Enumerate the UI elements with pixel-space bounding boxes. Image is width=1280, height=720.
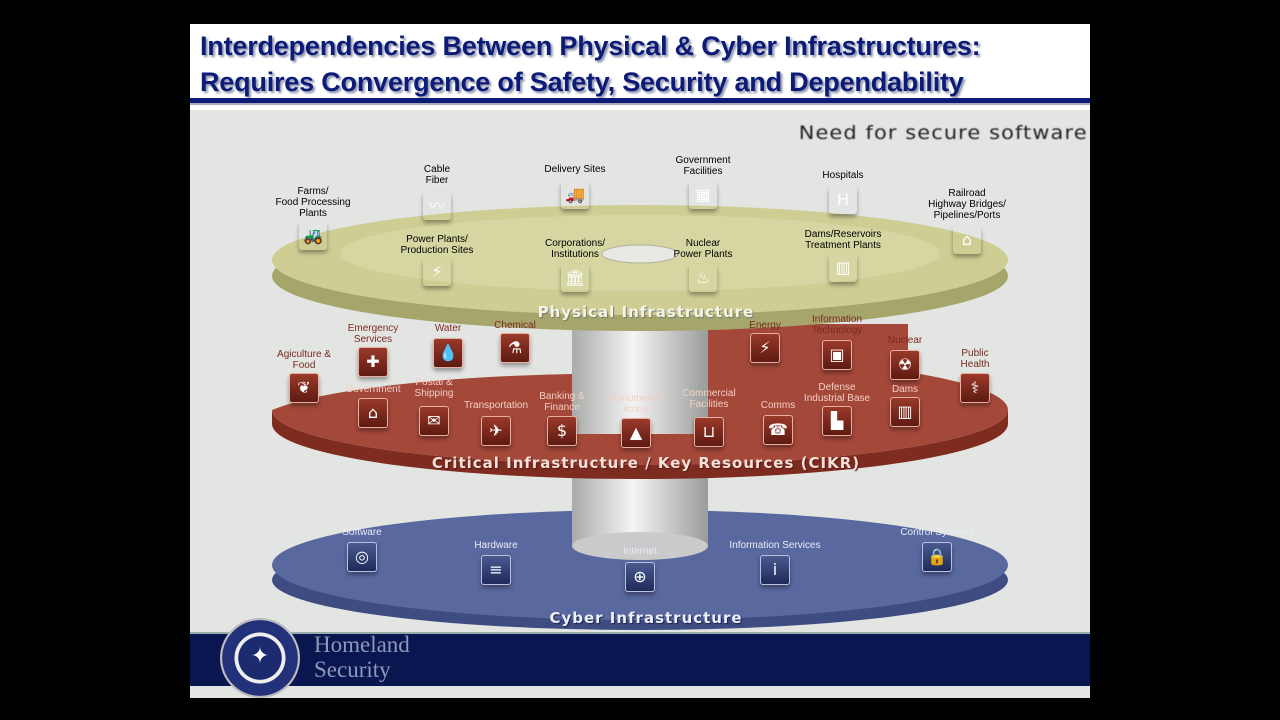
- cyber-item-label: Information Services: [729, 540, 821, 551]
- title-line-2: Requires Convergence of Safety, Security…: [200, 67, 964, 97]
- cikr-item-label: Commercial Facilities: [682, 388, 736, 410]
- cikr-item-label: Nuclear: [887, 335, 923, 346]
- building-icon: ▦: [689, 181, 717, 209]
- physical-item-label: Dams/Reservoirs Treatment Plants: [804, 229, 882, 251]
- brand-wordmark: Homeland Security: [314, 632, 410, 682]
- physical-item-label: Railroad Highway Bridges/ Pipelines/Port…: [928, 188, 1006, 221]
- footer-strip: [190, 686, 1090, 698]
- caduceus-icon: ⚕: [960, 373, 990, 403]
- lock-icon: 🔒: [922, 542, 952, 572]
- server-icon: ≡: [481, 555, 511, 585]
- water-drop-icon: 💧: [433, 338, 463, 368]
- physical-layer-disk: [272, 205, 1008, 331]
- physical-item-label: Nuclear Power Plants: [673, 238, 733, 260]
- cikr-item-label: Comms: [760, 400, 796, 411]
- cyber-item-label: Hardware: [474, 540, 518, 551]
- emergency-icon: ✚: [358, 347, 388, 377]
- cikr-item-label: Banking & Finance: [539, 391, 585, 413]
- cikr-item-label: Water: [434, 323, 462, 334]
- dam-icon: ▥: [890, 397, 920, 427]
- dam-icon: ▥: [829, 254, 857, 282]
- hospital-icon: H: [829, 186, 857, 214]
- phone-icon: ☎: [763, 415, 793, 445]
- physical-item-label: Government Facilities: [675, 155, 731, 177]
- energy-icon: ⚡: [750, 333, 780, 363]
- cikr-item-label: Postal & Shipping: [414, 377, 454, 399]
- truck-icon: 🚚: [561, 181, 589, 209]
- cikr-item-label: Monuments/ Icons: [608, 393, 664, 415]
- cikr-item-label: Transportation: [463, 400, 529, 411]
- physical-item-label: Power Plants/ Production Sites: [400, 234, 474, 256]
- infrastructure-diagram: [272, 205, 1009, 630]
- fiber-icon: 〰: [423, 192, 451, 220]
- bridge-icon: ⌂: [953, 226, 981, 254]
- flask-icon: ⚗: [500, 333, 530, 363]
- title-line-1: Interdependencies Between Physical & Cyb…: [200, 31, 981, 61]
- cikr-item-label: Government: [345, 384, 401, 395]
- cylinder-base: [572, 532, 708, 560]
- radiation-icon: ☢: [890, 350, 920, 380]
- physical-item-label: Corporations/ Institutions: [544, 238, 606, 260]
- cikr-item-label: Public Health: [960, 348, 990, 370]
- physical-layer-label: Physical Infrastructure: [537, 303, 755, 321]
- dhs-seal-logo: ✦: [220, 618, 300, 698]
- footer-bar: [190, 632, 1090, 688]
- cooling-tower-icon: ♨: [689, 264, 717, 292]
- physical-item-label: Hospitals: [822, 170, 864, 181]
- cikr-item-label: Agiculture & Food: [277, 349, 331, 371]
- slide: Interdependencies Between Physical & Cyb…: [190, 24, 1090, 698]
- physical-item-label: Farms/ Food Processing Plants: [275, 186, 351, 219]
- lightning-icon: ⚡: [423, 258, 451, 286]
- cyber-layer-label: Cyber Infrastructure: [549, 609, 743, 627]
- factory-icon: ▙: [822, 406, 852, 436]
- cikr-item-label: Information Technology: [811, 314, 863, 336]
- physical-item-label: Delivery Sites: [544, 164, 606, 175]
- cikr-item-label: Chemical: [494, 320, 536, 331]
- mail-icon: ✉: [419, 406, 449, 436]
- eagle-icon: ✦: [250, 644, 270, 669]
- cikr-layer-label: Critical Infrastructure / Key Resources …: [431, 454, 861, 472]
- physical-item-label: Cable Fiber: [423, 164, 451, 186]
- cikr-item-label: Energy: [749, 320, 781, 331]
- plant-icon: ❦: [289, 373, 319, 403]
- title-rule: [190, 98, 1090, 105]
- money-icon: $: [547, 416, 577, 446]
- cikr-item-label: Defense Industrial Base: [803, 382, 871, 404]
- annotation-note: Need for secure software: [799, 122, 1088, 144]
- globe-icon: ⊕: [625, 562, 655, 592]
- cikr-item-label: Emergency Services: [347, 323, 399, 345]
- brand-line-1: Homeland: [314, 632, 410, 657]
- plane-icon: ✈: [481, 416, 511, 446]
- cyber-item-label: Control Systems: [900, 527, 974, 538]
- basket-icon: ⊔: [694, 417, 724, 447]
- info-icon: i: [760, 555, 790, 585]
- brand-line-2: Security: [314, 657, 391, 682]
- computer-icon: ▣: [822, 340, 852, 370]
- disc-icon: ◎: [347, 542, 377, 572]
- tractor-icon: 🚜: [299, 222, 327, 250]
- cikr-item-label: Dams: [891, 384, 919, 395]
- cyber-item-label: Software: [342, 527, 382, 538]
- monument-icon: ▲: [621, 418, 651, 448]
- slide-title: Interdependencies Between Physical & Cyb…: [200, 28, 1090, 100]
- cyber-item-label: Internet: [623, 546, 657, 557]
- capitol-icon: ⌂: [358, 398, 388, 428]
- columns-icon: 🏛: [561, 264, 589, 292]
